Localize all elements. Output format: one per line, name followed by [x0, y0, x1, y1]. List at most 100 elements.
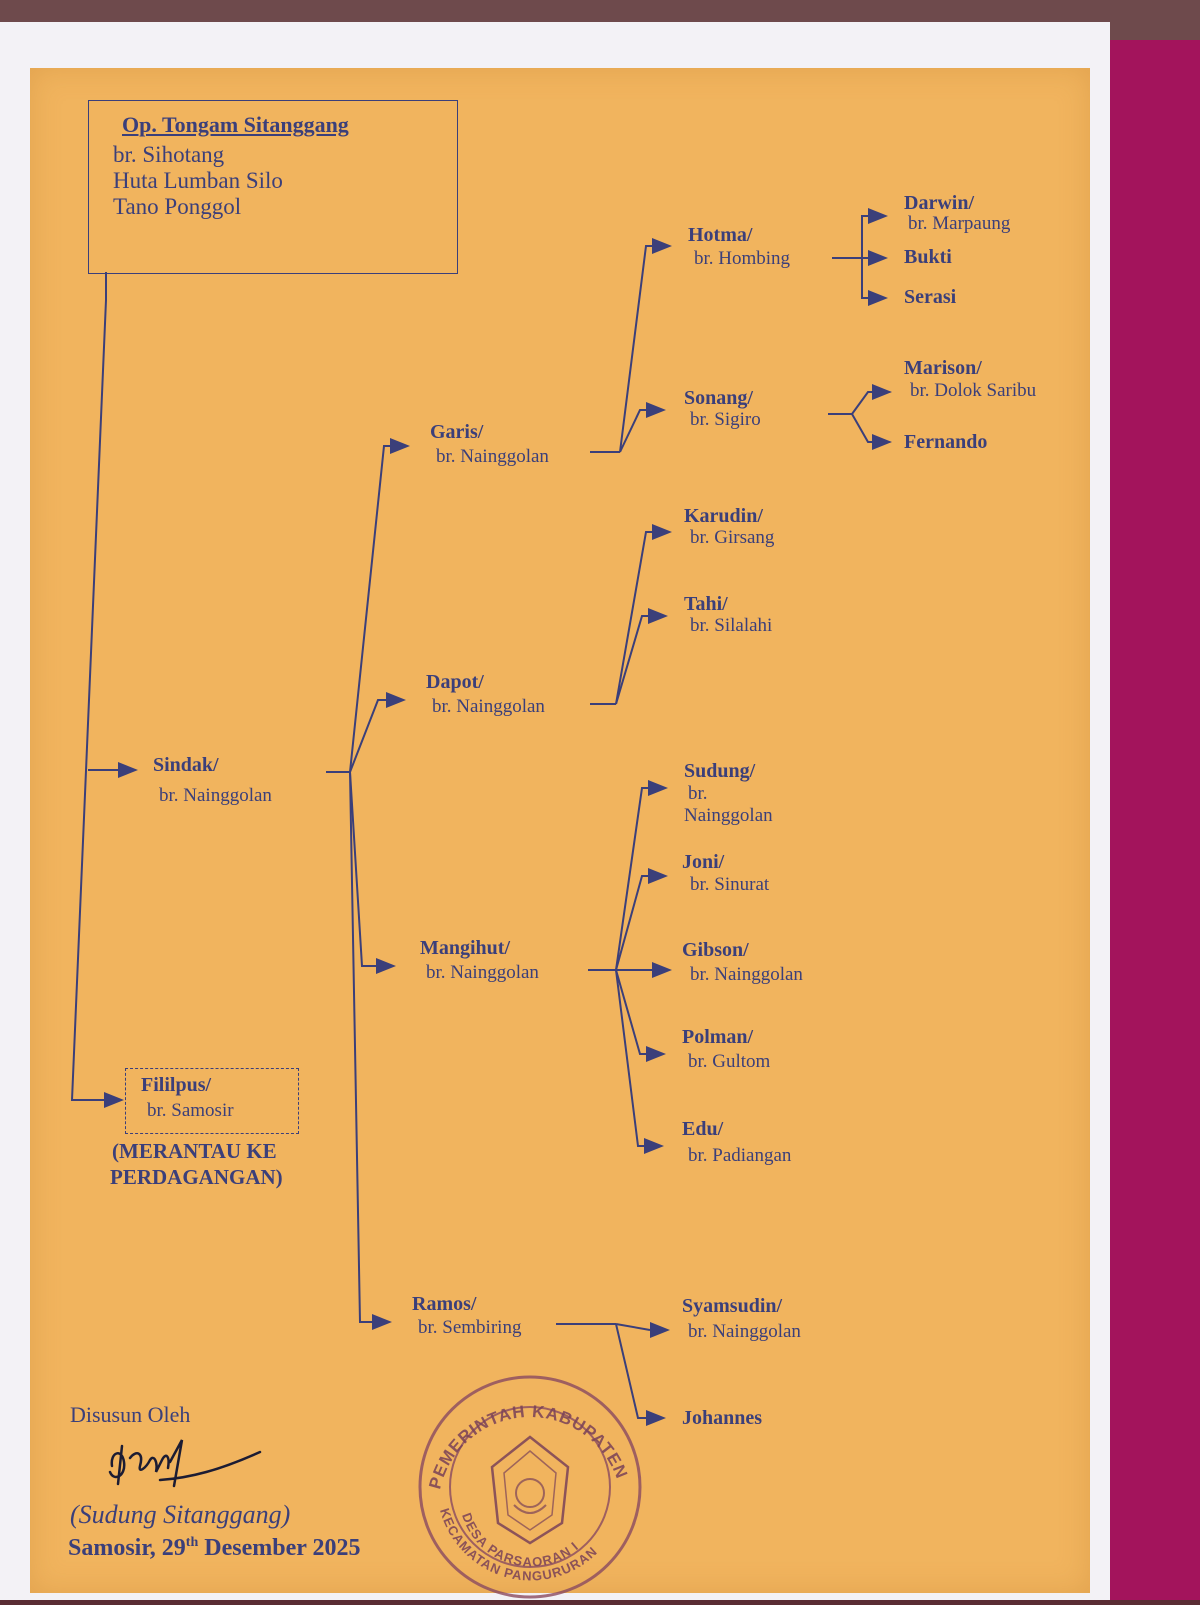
sindak-name: Sindak/	[153, 754, 219, 776]
connector-to-ramos	[349, 771, 372, 1323]
hotma-spouse: br. Hombing	[694, 248, 791, 269]
arrowhead-darwin	[868, 208, 888, 224]
connector-to-garis	[349, 445, 390, 773]
arrowhead-hotma	[652, 238, 672, 254]
serasi-name: Serasi	[904, 286, 957, 308]
root-village: Huta Lumban Silo	[113, 168, 283, 193]
place-date-ordinal: th	[185, 1535, 199, 1550]
darwin-spouse: br. Marpaung	[908, 213, 1011, 234]
edu-name: Edu/	[682, 1118, 724, 1140]
sudung-name: Sudung/	[684, 760, 756, 782]
connector-to-syamsudin	[615, 1323, 651, 1331]
sonang-name: Sonang/	[684, 387, 753, 409]
tahi-spouse: br. Silalahi	[690, 615, 773, 636]
connector-to-karudin	[615, 531, 652, 705]
connector-to-sonang	[619, 409, 646, 453]
arrowhead-joni	[648, 868, 668, 884]
tahi-name: Tahi/	[684, 593, 728, 615]
connector-to-darwin	[861, 215, 868, 258]
karudin-name: Karudin/	[684, 505, 763, 527]
ramos-name: Ramos/	[412, 1293, 477, 1315]
filipus-box	[125, 1068, 299, 1134]
filipus-note-line1: (MERANTAU KE	[112, 1139, 277, 1163]
joni-name: Joni/	[682, 851, 725, 873]
connector-to-marison	[851, 391, 872, 415]
mangihut-spouse: br. Nainggolan	[426, 962, 539, 983]
filipus-note-line2: PERDAGANGAN)	[110, 1165, 283, 1189]
root-name: Op. Tongam Sitanggang	[122, 112, 349, 137]
author-name: (Sudung Sitanggang)	[70, 1500, 291, 1529]
arrowhead-ramos	[372, 1314, 392, 1330]
marison-name: Marison/	[904, 357, 982, 379]
arrowhead-mangihut	[376, 958, 396, 974]
family-tree-paper	[30, 68, 1090, 1593]
arrowhead-johannes	[646, 1410, 666, 1426]
gibson-spouse: br. Nainggolan	[690, 964, 803, 985]
ramos-spouse: br. Sembiring	[418, 1317, 522, 1338]
connector-to-serasi	[861, 258, 868, 299]
arrowhead-sindak	[118, 762, 138, 778]
garis-spouse: br. Nainggolan	[436, 446, 549, 467]
connector-to-tahi	[615, 615, 648, 705]
arrowhead-polman	[646, 1046, 666, 1062]
edu-spouse: br. Padiangan	[688, 1145, 792, 1166]
arrowhead-dapot	[386, 692, 406, 708]
joni-spouse: br. Sinurat	[690, 874, 770, 895]
polman-name: Polman/	[682, 1026, 754, 1048]
arrowhead-karudin	[652, 524, 672, 540]
arrowhead-fernando	[872, 434, 892, 450]
connector-to-johannes	[615, 1323, 646, 1419]
signature-icon	[108, 1439, 262, 1488]
marison-spouse: br. Dolok Saribu	[910, 380, 1037, 401]
connector-to-mangihut	[349, 771, 376, 967]
syamsudin-spouse: br. Nainggolan	[688, 1321, 801, 1342]
hotma-name: Hotma/	[688, 224, 753, 246]
fernando-name: Fernando	[904, 431, 988, 453]
johannes-name: Johannes	[682, 1407, 763, 1429]
root-box	[88, 100, 458, 274]
sudung-spouse-line1: br.	[688, 783, 708, 804]
polman-spouse: br. Gultom	[688, 1051, 771, 1072]
syamsudin-name: Syamsudin/	[682, 1295, 783, 1317]
darwin-name: Darwin/	[904, 192, 974, 214]
arrowhead-sudung	[648, 780, 668, 796]
sonang-spouse: br. Sigiro	[690, 409, 761, 430]
arrowhead-gibson	[652, 962, 672, 978]
arrowhead-edu	[644, 1138, 664, 1154]
bukti-name: Bukti	[904, 246, 952, 268]
prepared-by-label: Disusun Oleh	[70, 1402, 191, 1427]
arrowhead-serasi	[868, 290, 888, 306]
arrowhead-marison	[872, 384, 892, 400]
place-date: Samosir, 29th Desember 2025	[68, 1535, 360, 1562]
gibson-name: Gibson/	[682, 939, 749, 961]
arrowhead-filipus	[104, 1092, 124, 1108]
connector-to-dapot	[349, 699, 386, 773]
arrowhead-sonang	[646, 402, 666, 418]
place-date-prefix: Samosir, 29	[68, 1535, 186, 1561]
filipus-spouse: br. Samosir	[147, 1100, 234, 1121]
arrowhead-bukti	[868, 250, 888, 266]
arrowhead-garis	[390, 438, 410, 454]
connector-to-fernando	[851, 413, 872, 443]
sindak-spouse: br. Nainggolan	[159, 785, 272, 806]
dapot-name: Dapot/	[426, 671, 484, 693]
arrowhead-syamsudin	[650, 1322, 670, 1338]
dapot-spouse: br. Nainggolan	[432, 696, 545, 717]
root-place: Tano Ponggol	[113, 194, 242, 219]
sudung-spouse-line2: Nainggolan	[684, 805, 773, 826]
official-stamp-icon: PEMERINTAH KABUPATEN SAMOSIR DESA PARSAO…	[410, 1365, 642, 1599]
karudin-spouse: br. Girsang	[690, 527, 775, 548]
connector-root-trunk	[70, 272, 107, 1101]
garis-name: Garis/	[430, 421, 484, 443]
connector-to-sudung	[615, 787, 648, 971]
connector-to-edu	[615, 969, 644, 1147]
connector-to-hotma	[619, 245, 652, 453]
mangihut-name: Mangihut/	[420, 937, 511, 959]
connector-to-joni	[615, 875, 648, 971]
filipus-name: Fililpus/	[141, 1074, 212, 1096]
place-date-suffix: Desember 2025	[198, 1535, 361, 1561]
connector-to-polman	[615, 969, 646, 1055]
svg-text:PEMERINTAH KABUPATEN SAMOSIR: PEMERINTAH KABUPATEN SAMOSIR	[410, 1365, 633, 1491]
arrowhead-tahi	[648, 608, 668, 624]
